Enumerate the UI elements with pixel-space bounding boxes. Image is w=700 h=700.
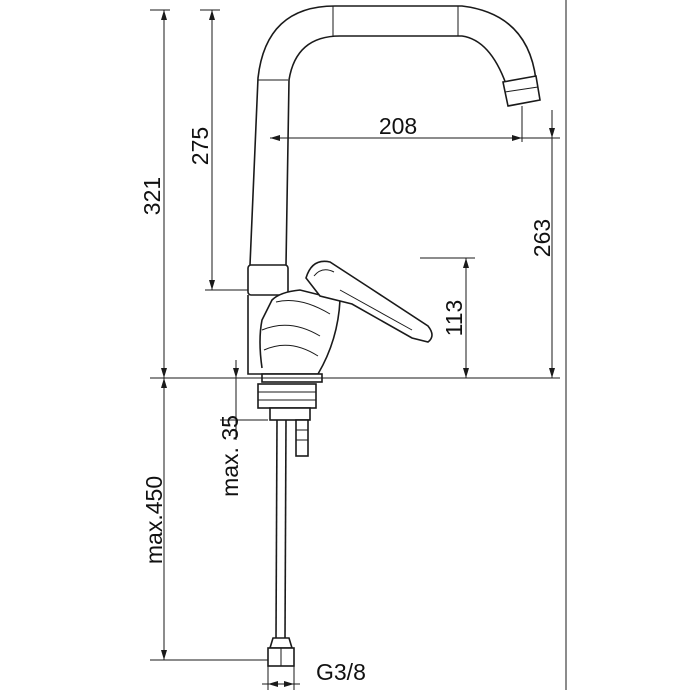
dimension-labels: 321 275 208 263 113 max. 35 max.450 G3/8: [139, 113, 555, 685]
label-113: 113: [441, 300, 467, 337]
dim-208-arrow-right: [512, 135, 522, 141]
hose-line-right: [284, 419, 287, 639]
body-curve-2: [263, 344, 319, 357]
dim-35-arrow-top: [233, 368, 239, 378]
dim-263-arrow-top: [549, 128, 555, 138]
spout-aerator: [502, 75, 541, 107]
aerator-line: [504, 86, 539, 93]
label-321: 321: [139, 177, 165, 215]
label-275: 275: [187, 127, 213, 165]
label-208: 208: [379, 113, 417, 139]
supply-hose: [267, 419, 295, 667]
spout-tube-outer: [249, 5, 537, 266]
dim-321-arrow-bottom: [161, 368, 167, 378]
label-max-450: max.450: [141, 476, 167, 564]
hose-fitting: [268, 637, 294, 649]
mounting-washer: [269, 407, 311, 421]
dim-g38-arrow-right: [284, 681, 294, 687]
label-g3-8: G3/8: [316, 659, 366, 685]
dim-450-arrow-top: [161, 378, 167, 388]
dim-113-arrow-bottom: [463, 368, 469, 378]
dim-263-arrow-bottom: [549, 368, 555, 378]
lever-cap: [313, 269, 335, 277]
dim-g38-arrow-left: [268, 681, 278, 687]
body-curve-1: [261, 324, 321, 337]
faucet-outline: [247, 5, 541, 457]
dim-321-arrow-top: [161, 10, 167, 20]
spout-tube-inner: [285, 35, 507, 266]
label-263: 263: [529, 219, 555, 257]
label-max-35: max. 35: [217, 415, 243, 497]
body-collar: [247, 264, 289, 296]
dimension-lines: [161, 10, 555, 690]
mounting-nut: [257, 383, 317, 409]
body-curve-3: [275, 300, 331, 315]
lever-handle: [305, 260, 433, 343]
dim-208-arrow-left: [270, 135, 280, 141]
dim-275-arrow-bottom: [209, 280, 215, 290]
hose-line-left: [275, 419, 278, 639]
dim-275-arrow-top: [209, 10, 215, 20]
mixer-body: [247, 289, 341, 375]
lever-highlight: [339, 289, 413, 331]
threaded-stud: [295, 419, 309, 457]
dim-450-arrow-bottom: [161, 650, 167, 660]
dim-113-arrow-top: [463, 258, 469, 268]
